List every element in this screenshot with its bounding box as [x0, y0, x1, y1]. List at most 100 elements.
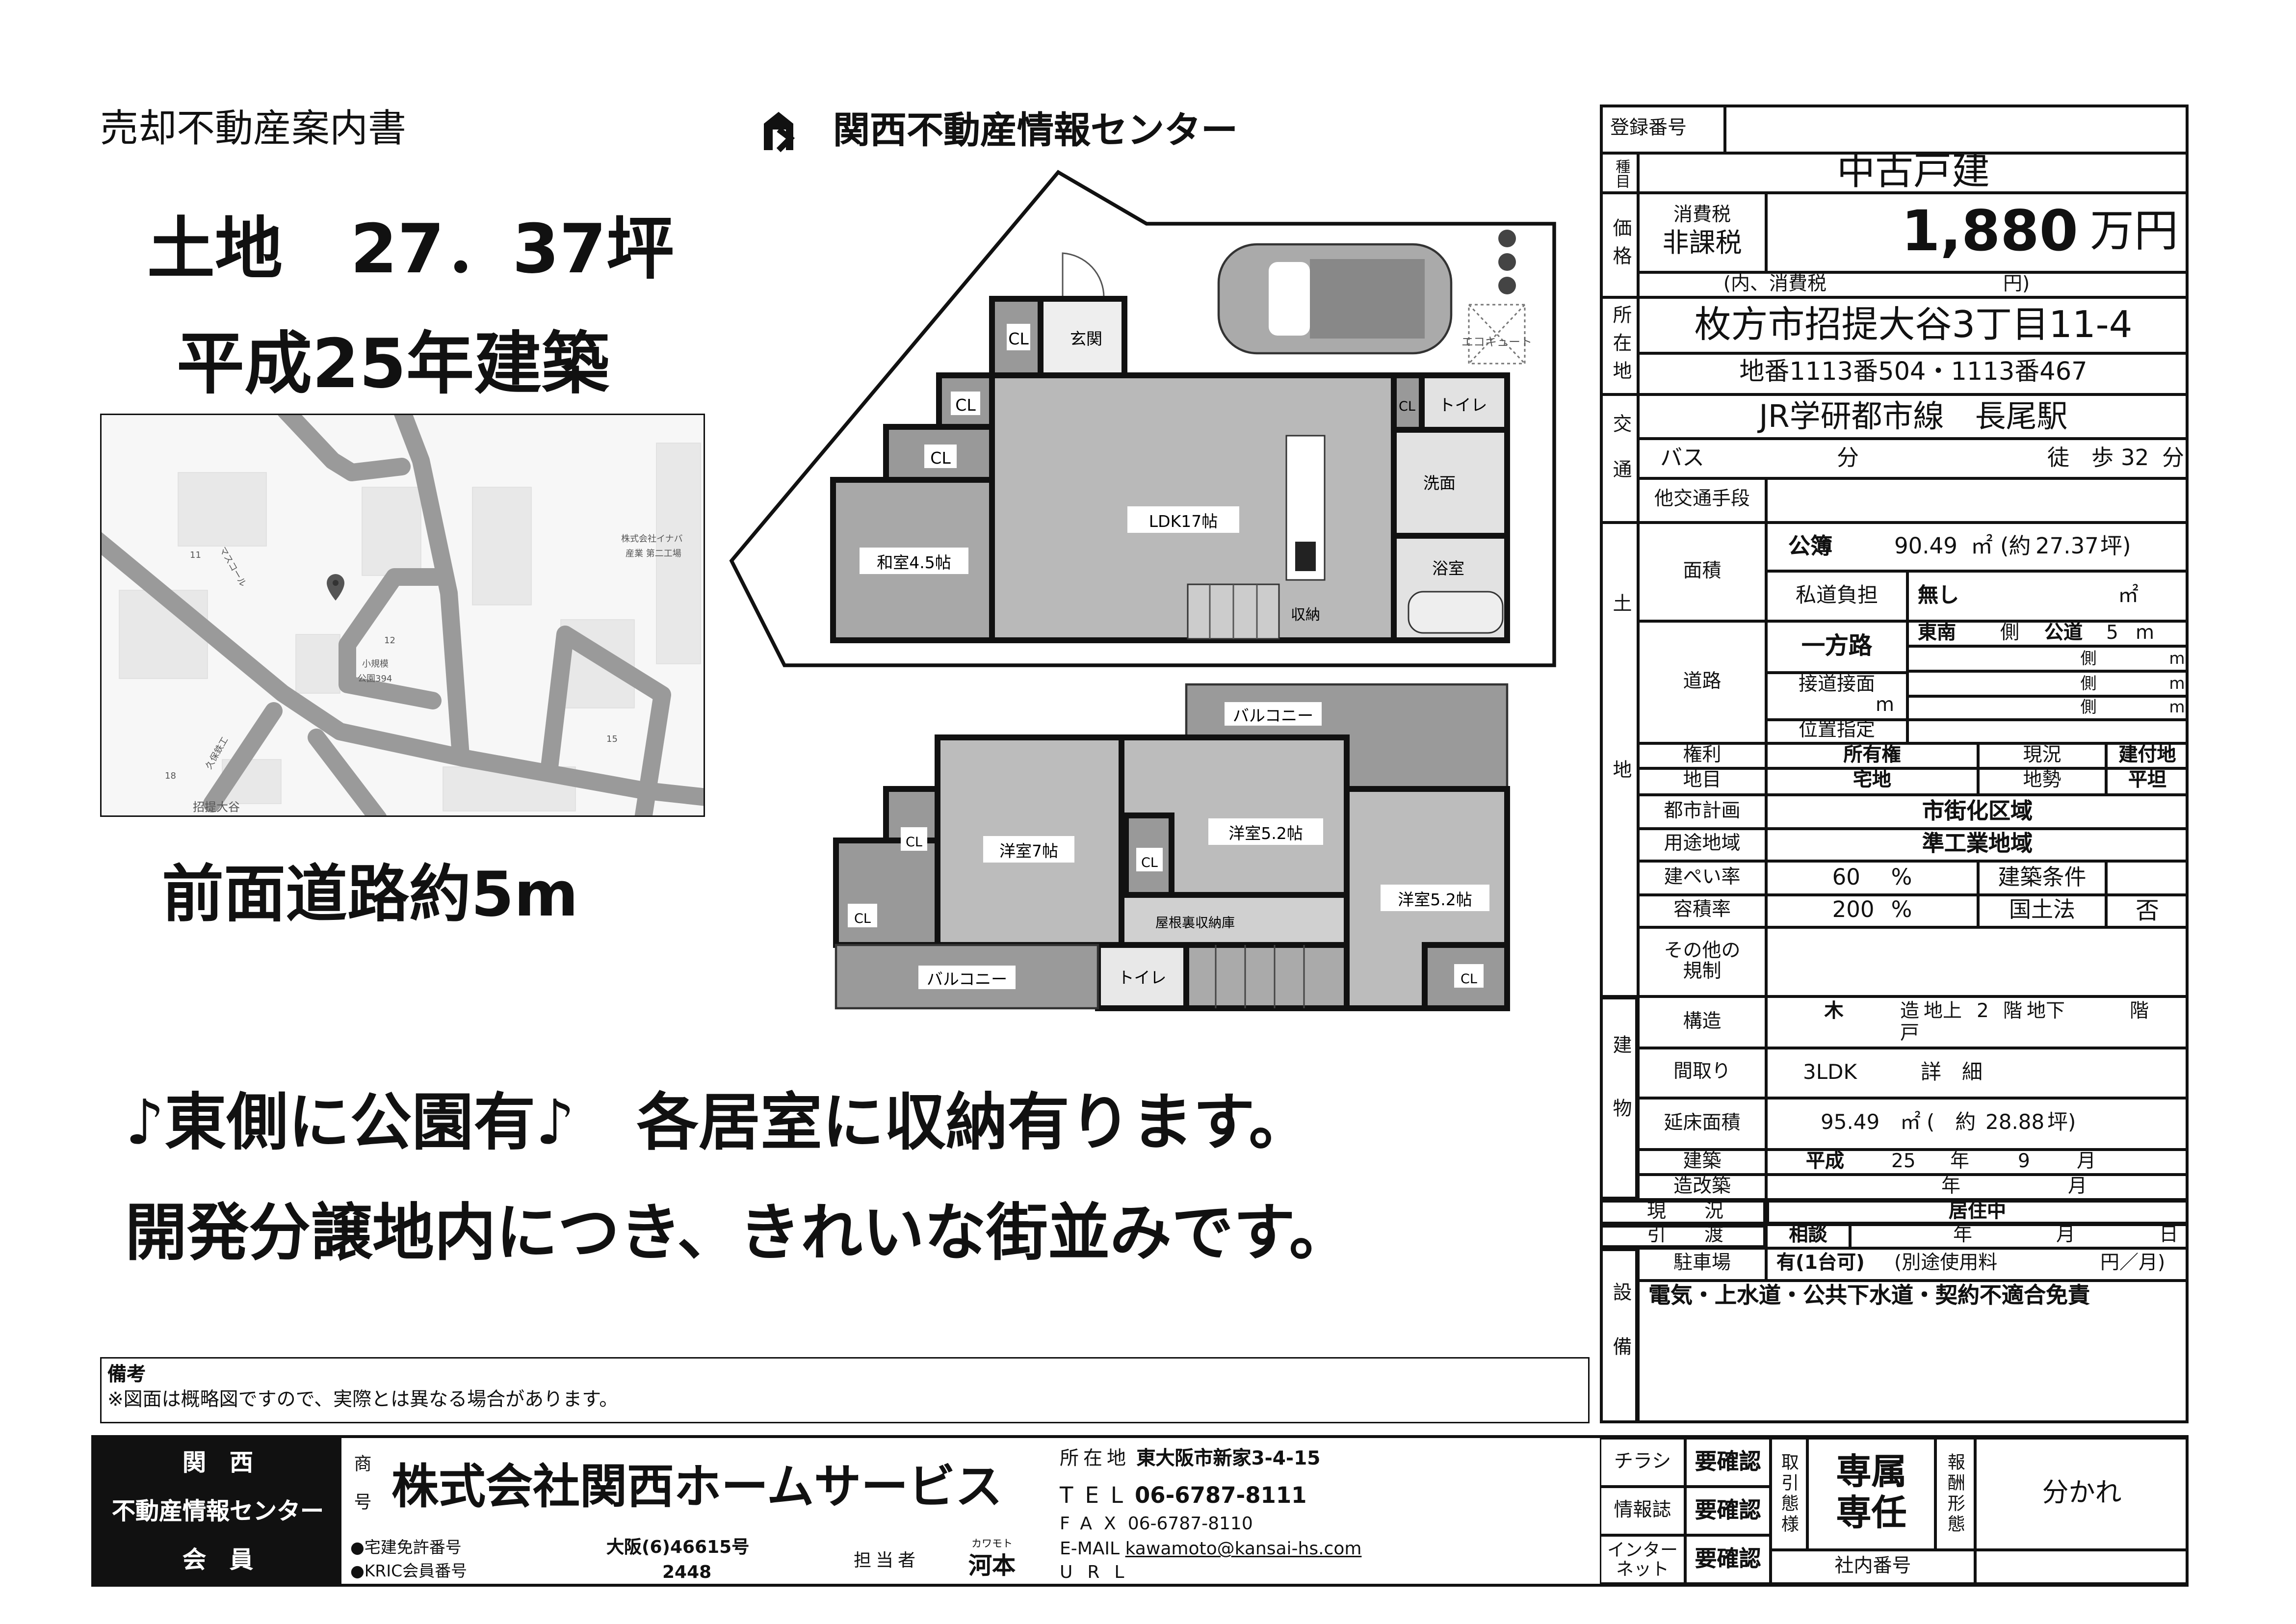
bcr-label: 建ぺい率: [1638, 861, 1766, 895]
floor-plan-1f: CL 玄関 CL CL 和室4.5帖 LDK17帖 CL トイレ 洗面 浴室 収…: [729, 170, 1556, 667]
parking-fee-label: (別途使用料: [1894, 1253, 1998, 1275]
room-label: 和室4.5帖: [877, 553, 951, 572]
price-unit: 万円: [2090, 206, 2178, 258]
tax-included-unit: 円): [2003, 273, 2030, 296]
land-label: 土地: [1600, 523, 1638, 996]
room-label: CL: [1461, 971, 1477, 987]
equipment-value: 電気・上水道・公共下水道・契約不適合免責: [1638, 1281, 2189, 1423]
email-link[interactable]: kawamoto@kansai-hs.com: [1125, 1538, 1362, 1559]
building-condition-value: [2106, 861, 2189, 895]
parking-label: 駐車場: [1638, 1248, 1766, 1281]
brand-name: 関西不動産情報センター: [833, 109, 1238, 152]
position-designation-label: 位置指定: [1766, 720, 1907, 743]
room-label: CL: [955, 395, 976, 415]
staff-label: 担当者: [854, 1550, 920, 1571]
bus-minutes-unit: 分: [1837, 444, 1859, 471]
private-road-label: 私道負担: [1766, 571, 1907, 621]
room-label: CL: [906, 835, 922, 850]
inhouse-number-label: 社内番号: [1771, 1550, 1975, 1584]
walk-label: 徒 歩: [2047, 444, 2114, 471]
member-badge-line: 不動産情報センター: [111, 1496, 324, 1524]
map-pin-icon[interactable]: [327, 574, 344, 601]
map-label: 15: [606, 734, 618, 744]
staff-name: 河本: [968, 1551, 1016, 1579]
trade-name-label: 商号: [352, 1454, 372, 1531]
staff-kana: カワモト: [971, 1538, 1013, 1550]
percent-unit: %: [1891, 863, 1912, 890]
room-label: 洋室7帖: [999, 841, 1058, 861]
built-year: 25: [1891, 1151, 1916, 1173]
side-label: 側: [2080, 674, 2097, 693]
url-label: URL: [1060, 1562, 1139, 1582]
price-value: 1,880: [1901, 199, 2078, 264]
transaction-type-value: 専属専任: [1807, 1438, 1935, 1550]
tel-number: 06-6787-8111: [1135, 1482, 1307, 1509]
year-unit: 年: [1953, 1225, 1972, 1247]
room-label: CL: [930, 448, 951, 468]
map-label: 小規模: [362, 659, 389, 669]
land-status-value: 建付地: [2106, 743, 2189, 768]
kric-label: ●KRIC会員番号: [350, 1562, 468, 1581]
renovation-label: 造改築: [1638, 1175, 1766, 1200]
company-name: 株式会社関西ホームサービス: [391, 1459, 1003, 1515]
room-label: 収納: [1291, 606, 1320, 624]
built-year-headline: 平成25年建築: [177, 324, 610, 403]
kric-number: 2448: [662, 1562, 712, 1582]
inhouse-number-value: [1975, 1550, 2189, 1584]
document-title: 売却不動産案内書: [100, 107, 407, 152]
fax-number: 06-6787-8110: [1127, 1513, 1253, 1534]
structure-label: 構造: [1638, 996, 1766, 1048]
built-era: 平成: [1806, 1151, 1845, 1173]
meter-unit: m: [2169, 698, 2185, 717]
built-month: 9: [2018, 1151, 2030, 1173]
tsubo-unit: 坪): [2047, 1111, 2076, 1135]
month-unit: 月: [2068, 1176, 2087, 1198]
handover-value: 相談: [1766, 1225, 1850, 1248]
map-label: 18: [165, 771, 176, 781]
private-road-value: 無し: [1918, 583, 1959, 607]
reg-no-value: [1725, 105, 2189, 153]
member-badge-line: 関 西: [182, 1447, 253, 1476]
location-map[interactable]: 11 マスコール 12 小規模 公園394 株式会社イナバ 産業 第二工場 15…: [100, 414, 705, 817]
land-act-label: 国土法: [1978, 895, 2106, 927]
transit-label: 交通: [1600, 394, 1638, 523]
remarks-label: 備考: [107, 1364, 146, 1387]
day-unit: 日: [2159, 1225, 2178, 1247]
layout-label: 間取り: [1638, 1048, 1766, 1098]
internet-label: インターネット: [1600, 1535, 1685, 1584]
license-label: ●宅建免許番号: [350, 1538, 462, 1557]
magazine-status: 要確認: [1685, 1487, 1771, 1535]
side-label: 側: [2080, 649, 2097, 668]
car-icon: [1217, 243, 1453, 355]
floor-area-label: 延床面積: [1638, 1098, 1766, 1150]
member-badge: 関 西 不動産情報センター 会 員: [94, 1438, 341, 1584]
property-type: 中古戸建: [1638, 152, 2189, 193]
zoning-label: 用途地域: [1638, 829, 1766, 861]
units-label: 戸: [1900, 1023, 1920, 1045]
magazine-label: 情報誌: [1600, 1487, 1685, 1535]
map-label: 産業 第二工場: [626, 549, 681, 559]
brand-logo-icon: [761, 109, 826, 157]
parking-fee-unit: 円／月): [2100, 1253, 2166, 1275]
land-category-label: 地目: [1638, 768, 1766, 795]
company-address: 東大阪市新家3-4-15: [1136, 1448, 1321, 1470]
meter-unit: m: [1875, 695, 1894, 717]
door-icon: [1062, 252, 1105, 298]
front-road-headline: 前面道路約5m: [162, 858, 578, 930]
tax-status: 非課税: [1662, 229, 1742, 260]
side-label: 側: [2000, 622, 2020, 645]
room-label: 洋室5.2帖: [1398, 890, 1472, 909]
side-label: 側: [2080, 698, 2097, 717]
frontage-label: 接道接面: [1798, 675, 1875, 697]
lot-number: 地番1113番504・1113番467: [1638, 353, 2189, 394]
built-label: 建築: [1638, 1150, 1766, 1175]
walk-minutes: 32: [2121, 444, 2149, 471]
floors-unit: 階: [2130, 1001, 2149, 1023]
other-transit-label: 他交通手段: [1638, 478, 1766, 523]
terrain-label: 地勢: [1978, 768, 2106, 795]
transaction-type-label: 取引態様: [1771, 1438, 1807, 1550]
approx-label: ( 約: [1927, 1111, 1976, 1135]
tsubo-unit: 坪): [2100, 532, 2131, 559]
room-label: トイレ: [1439, 395, 1487, 415]
